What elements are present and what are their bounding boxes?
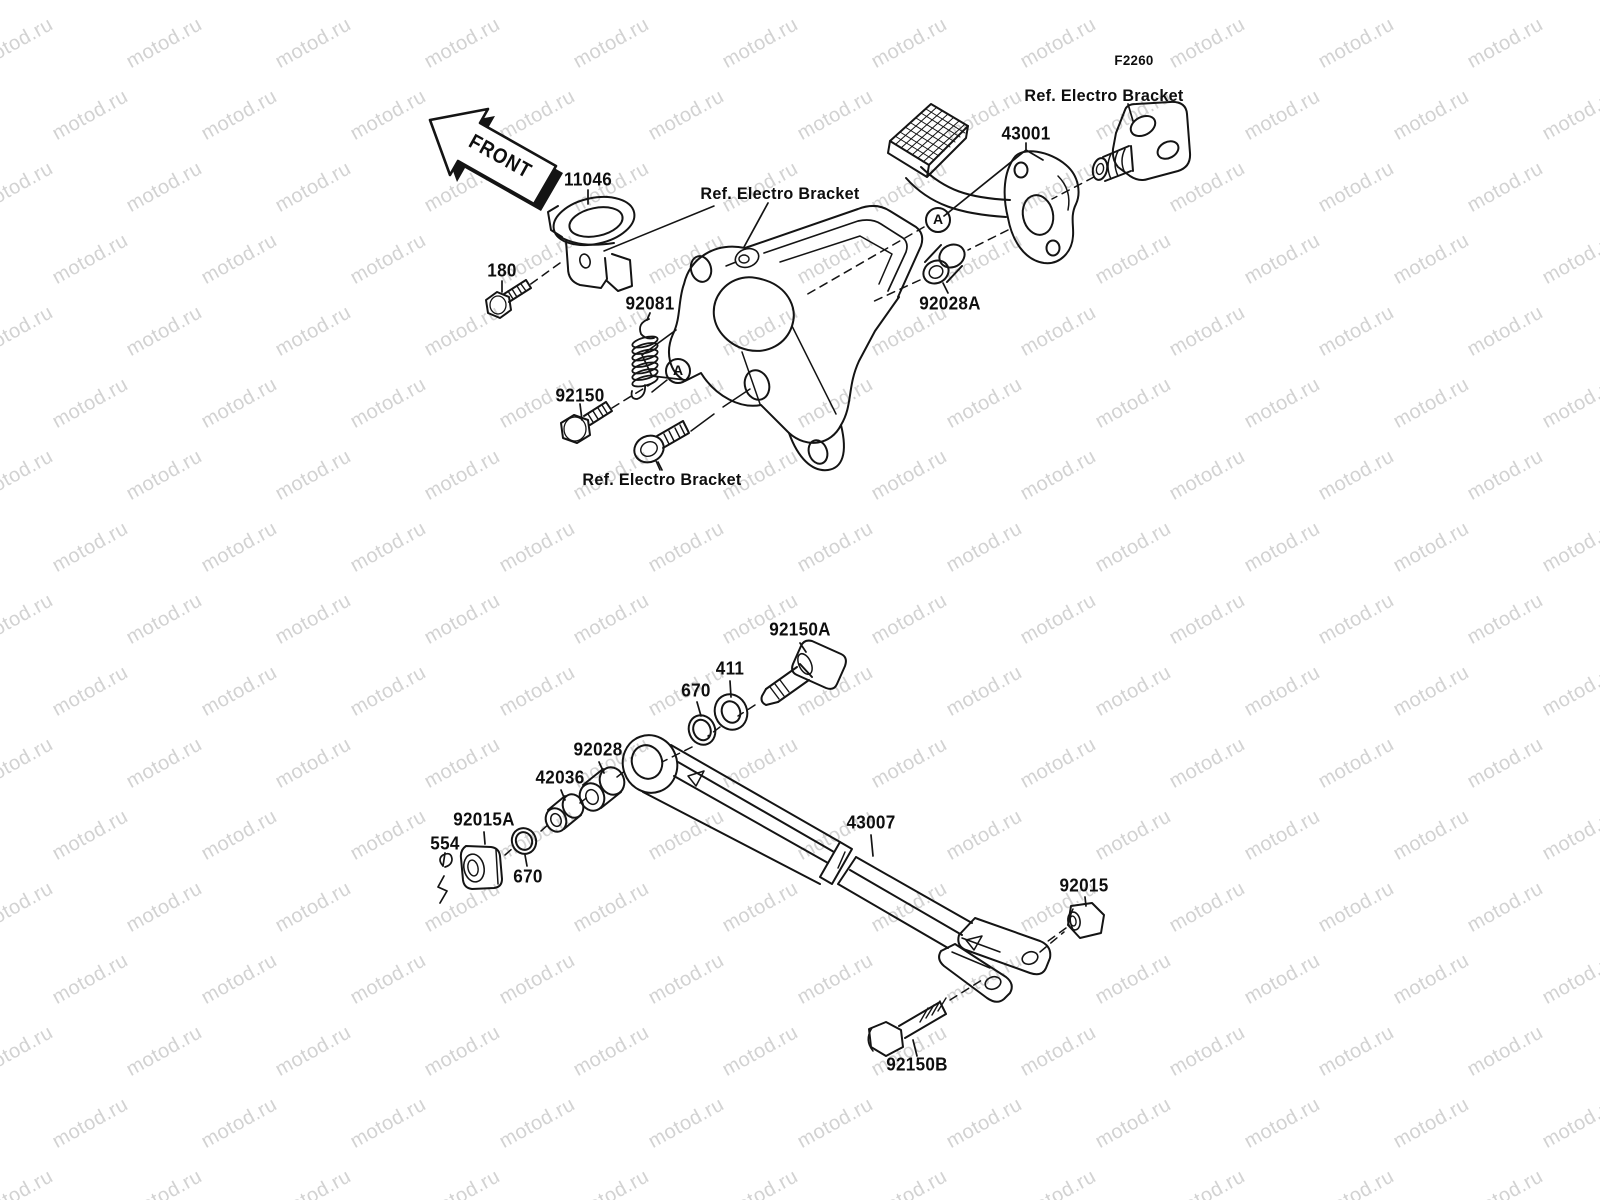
part-label-92015a: 92015A xyxy=(453,809,515,830)
bolt-180 xyxy=(485,279,532,319)
part-label-670-lower: 670 xyxy=(513,866,543,887)
oring-670-upper xyxy=(687,701,717,746)
ref-electro-bracket-label-bottom: Ref. Electro Bracket xyxy=(582,470,742,489)
part-label-92081: 92081 xyxy=(625,293,675,314)
part-label-554: 554 xyxy=(430,833,460,854)
part-label-43007: 43007 xyxy=(846,812,896,833)
ref-electro-bracket-label-top-right: Ref. Electro Bracket xyxy=(1024,86,1184,105)
bolt-92150b xyxy=(867,979,983,1057)
washer-411 xyxy=(713,680,749,731)
part-label-92028: 92028 xyxy=(573,739,623,760)
part-label-92028a: 92028A xyxy=(919,293,981,314)
part-label-42036: 42036 xyxy=(535,767,585,788)
part-label-43001: 43001 xyxy=(1001,123,1051,144)
part-label-92150a: 92150A xyxy=(769,619,831,640)
front-arrow-label: FRONT xyxy=(464,130,536,184)
part-label-92150b: 92150B xyxy=(886,1054,948,1075)
part-label-180: 180 xyxy=(487,260,517,281)
oring-670-lower xyxy=(510,827,538,867)
tie-rod-43007 xyxy=(621,734,1052,1003)
part-label-92150: 92150 xyxy=(555,385,605,406)
front-arrow xyxy=(428,107,563,211)
figure-code-label: F2260 xyxy=(1114,52,1154,68)
assembly-axis-lines-top xyxy=(651,226,1009,471)
spring-92081 xyxy=(630,312,659,400)
callout-a-marker-spring: A xyxy=(665,358,691,384)
nut-92015 xyxy=(1039,896,1105,953)
bracket-11046 xyxy=(527,189,715,292)
clevis-bracket-top-right xyxy=(1051,100,1192,200)
sleeve-42036 xyxy=(544,789,585,833)
part-label-11046: 11046 xyxy=(563,169,613,190)
socket-bolt-ref-bracket xyxy=(633,388,751,471)
callout-a-marker-pedal: A xyxy=(925,207,951,233)
bushing-92028a xyxy=(922,243,966,294)
nut-92015a xyxy=(459,831,503,890)
part-label-670-upper: 670 xyxy=(681,680,711,701)
brake-pedal-43001 xyxy=(887,103,1080,265)
ref-electro-bracket-label-left: Ref. Electro Bracket xyxy=(700,184,860,203)
bolt-92150 xyxy=(560,378,660,444)
part-label-92015: 92015 xyxy=(1059,875,1109,896)
cotter-pin-554 xyxy=(437,852,453,904)
main-electro-bracket xyxy=(641,202,924,472)
part-label-411: 411 xyxy=(715,658,745,679)
assembly-axis-lines-bottom xyxy=(504,769,627,856)
